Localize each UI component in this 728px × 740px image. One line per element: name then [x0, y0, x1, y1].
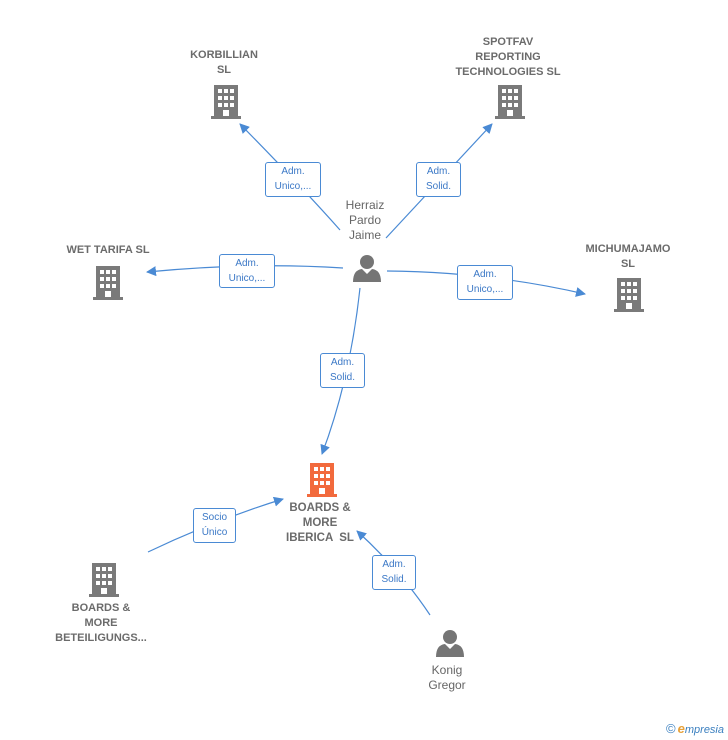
node-label-herraiz[interactable]: Herraiz Pardo Jaime — [325, 198, 405, 243]
edge-label-line: Unico,... — [466, 284, 504, 295]
edge-label-herraiz-michumajamo[interactable]: Adm. Unico,... — [457, 265, 513, 300]
edge-label-line: Adm. — [235, 258, 259, 269]
edge-label-line: Socio — [201, 512, 227, 523]
edge-label-herraiz-korbillian[interactable]: Adm. Unico,... — [265, 162, 321, 197]
node-label-wet-tarifa[interactable]: WET TARIFA SL — [48, 243, 168, 258]
copyright-icon: © — [666, 721, 676, 736]
node-label-line: BETEILIGUNGS... — [55, 632, 147, 644]
brand-logo-text: mpresia — [684, 724, 724, 736]
building-icon — [614, 278, 644, 312]
node-label-line: Pardo — [348, 213, 382, 227]
node-label-michumajamo[interactable]: MICHUMAJAMO SL — [578, 242, 678, 272]
person-icon — [353, 255, 381, 282]
person-icon — [436, 630, 464, 657]
building-icon — [211, 85, 241, 119]
building-icon-focus — [307, 463, 337, 497]
node-label-line: Jaime — [348, 228, 381, 242]
node-label-line: BOARDS & — [289, 502, 351, 514]
edge-label-line: Solid. — [425, 181, 451, 192]
node-label-line: MORE — [84, 617, 118, 629]
empresia-watermark[interactable]: ©empresia — [666, 721, 724, 736]
edge-label-line: Unico,... — [274, 181, 312, 192]
edge-label-line: Adm. — [382, 559, 406, 570]
node-label-line: WET TARIFA SL — [66, 244, 150, 256]
node-label-line: Gregor — [428, 678, 466, 692]
edge-label-line: Adm. — [330, 357, 355, 368]
brand-logo-letter: e — [677, 721, 685, 736]
building-icon — [495, 85, 525, 119]
node-label-line: SPOTFAV — [482, 36, 534, 48]
node-label-boards-beteiligungs[interactable]: BOARDS & MORE BETEILIGUNGS... — [41, 601, 161, 646]
node-label-line: SL — [620, 258, 636, 270]
node-label-line: IBERICA SL — [286, 532, 354, 544]
node-label-line: SL — [216, 64, 232, 76]
node-label-line: REPORTING — [475, 51, 541, 63]
node-label-korbillian[interactable]: KORBILLIAN SL — [174, 48, 274, 78]
node-label-line: Herraiz — [345, 198, 385, 212]
edge-label-line: Solid. — [329, 372, 355, 383]
edge-label-herraiz-wet-tarifa[interactable]: Adm. Unico,... — [219, 254, 275, 288]
node-label-boards-iberica[interactable]: BOARDS & MORE IBERICA SL — [270, 501, 370, 546]
building-icon — [93, 266, 123, 300]
building-icon — [89, 563, 119, 597]
edge-label-line: Adm. — [426, 166, 451, 177]
edge-label-konig-boards-iberica[interactable]: Adm. Solid. — [372, 555, 416, 590]
node-label-konig[interactable]: Konig Gregor — [407, 663, 487, 693]
node-label-spotfav[interactable]: SPOTFAV REPORTING TECHNOLOGIES SL — [438, 35, 578, 80]
edge-label-line: Adm. — [281, 166, 305, 177]
edge-label-line: Único — [201, 527, 228, 538]
node-label-line: MORE — [302, 517, 338, 529]
edge-label-beteiligungs-boards-iberica[interactable]: Socio Único — [193, 508, 236, 543]
edge-label-line: Unico,... — [228, 273, 266, 284]
node-label-line: KORBILLIAN — [190, 49, 258, 61]
node-label-line: BOARDS & — [71, 602, 131, 614]
edge-label-herraiz-boards-iberica[interactable]: Adm. Solid. — [320, 353, 365, 388]
node-label-line: Konig — [431, 663, 463, 677]
edge-label-line: Adm. — [473, 269, 497, 280]
edge-label-line: Solid. — [381, 574, 407, 585]
edge-label-herraiz-spotfav[interactable]: Adm. Solid. — [416, 162, 461, 197]
node-label-line: TECHNOLOGIES SL — [455, 66, 561, 78]
node-label-line: MICHUMAJAMO — [585, 243, 671, 255]
